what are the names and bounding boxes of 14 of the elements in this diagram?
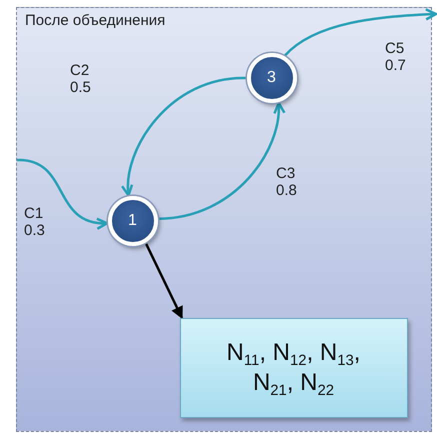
arrow (158, 102, 285, 220)
state-circle: 1 (108, 196, 158, 246)
arrow (16, 158, 108, 229)
edge-label: C5 0.7 (385, 40, 407, 74)
arrow (144, 242, 184, 320)
arrow (122, 76, 246, 197)
group-panel (16, 7, 432, 432)
edge-label: C3 0.8 (276, 165, 298, 200)
info-box: N$_{11}$, N$_{12}$, N$_{13}$, N$_{21}$, N$_{22}$ (180, 318, 408, 418)
edge-label: C1 0.3 (24, 205, 46, 240)
panel-heading: После объединения (25, 12, 166, 29)
edge-label: C2 0.5 (70, 62, 92, 96)
arrow (284, 8, 437, 56)
state-circle: 3 (246, 52, 296, 102)
